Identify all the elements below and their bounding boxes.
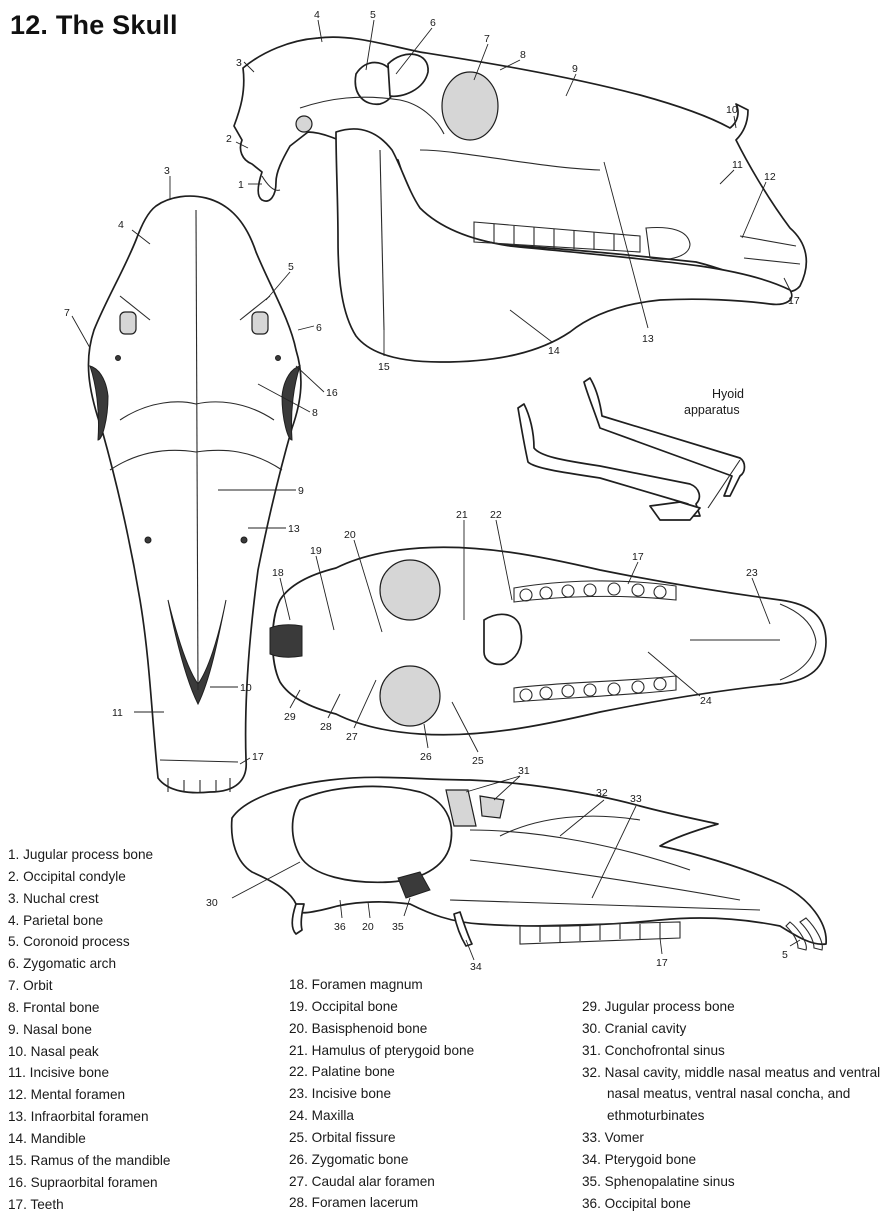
callout: 12: [764, 171, 776, 183]
callout: 6: [430, 17, 436, 29]
legend-item: 23. Incisive bone: [289, 1083, 559, 1105]
legend-item: 29. Jugular process bone: [582, 996, 882, 1018]
callout: 28: [320, 721, 332, 733]
callout: 8: [520, 49, 526, 61]
legend-item: 14. Mandible: [8, 1128, 258, 1150]
callout: 17: [632, 551, 644, 563]
callout: 29: [284, 711, 296, 723]
dorsal-view: [72, 176, 324, 793]
legend-item: 3. Nuchal crest: [8, 888, 258, 910]
callout: 19: [310, 545, 322, 557]
legend-item: 26. Zygomatic bone: [289, 1149, 559, 1171]
callout: 17: [788, 295, 800, 307]
callout: 7: [484, 33, 490, 45]
lateral-view: [234, 20, 806, 362]
callout: 8: [312, 407, 318, 419]
callout: 34: [470, 961, 482, 973]
callout: 35: [392, 921, 404, 933]
callout: 5: [370, 9, 376, 21]
callout: 17: [252, 751, 264, 763]
callout: 20: [362, 921, 374, 933]
legend-item: 34. Pterygoid bone: [582, 1149, 882, 1171]
legend-item: 9. Nasal bone: [8, 1019, 258, 1041]
callout: 7: [64, 307, 70, 319]
legend-item: 35. Sphenopalatine sinus: [582, 1171, 882, 1193]
legend-item: 17. Teeth: [8, 1194, 258, 1216]
callout: 23: [746, 567, 758, 579]
callout: 6: [316, 322, 322, 334]
callout: 3: [236, 57, 242, 69]
legend-column-1: 1. Jugular process bone 2. Occipital con…: [8, 844, 258, 1215]
legend-item: 15. Ramus of the mandible: [8, 1150, 258, 1172]
hyoid-label-line-1: Hyoid: [712, 387, 744, 401]
callout: 17: [656, 957, 668, 969]
callout: 32: [596, 787, 608, 799]
legend-item: 5. Coronoid process: [8, 931, 258, 953]
legend-item: 13. Infraorbital foramen: [8, 1106, 258, 1128]
legend-column-3: 29. Jugular process bone 30. Cranial cav…: [582, 996, 882, 1214]
legend-item: 6. Zygomatic arch: [8, 953, 258, 975]
callout: 13: [288, 523, 300, 535]
legend-item: 36. Occipital bone: [582, 1193, 882, 1215]
callout: 13: [642, 333, 654, 345]
callout: 20: [344, 529, 356, 541]
legend-item: 31. Conchofrontal sinus: [582, 1040, 882, 1062]
legend-item: 28. Foramen lacerum: [289, 1192, 559, 1214]
legend-item: 25. Orbital fissure: [289, 1127, 559, 1149]
legend-item: 33. Vomer: [582, 1127, 882, 1149]
callout: 36: [334, 921, 346, 933]
callout: 3: [164, 165, 170, 177]
legend-item: 21. Hamulus of pterygoid bone: [289, 1040, 559, 1062]
callout: 31: [518, 765, 530, 777]
callout: 2: [226, 133, 232, 145]
ventral-view: [270, 520, 826, 752]
callout: 5: [782, 949, 788, 961]
legend-item: 18. Foramen magnum: [289, 974, 559, 996]
callout: 27: [346, 731, 358, 743]
legend-item: 4. Parietal bone: [8, 910, 258, 932]
legend-item: 8. Frontal bone: [8, 997, 258, 1019]
callout: 9: [298, 485, 304, 497]
callout: 21: [456, 509, 468, 521]
callout: 10: [726, 104, 738, 116]
callout: 33: [630, 793, 642, 805]
sagittal-view: [232, 776, 827, 960]
callout: 11: [112, 707, 123, 719]
callout: 26: [420, 751, 432, 763]
legend-item: 32. Nasal cavity, middle nasal meatus an…: [582, 1062, 882, 1128]
callout: 11: [732, 159, 743, 171]
legend-column-2: 18. Foramen magnum 19. Occipital bone 20…: [289, 974, 559, 1214]
callout: 14: [548, 345, 560, 357]
legend-item: 7. Orbit: [8, 975, 258, 997]
legend-item: 24. Maxilla: [289, 1105, 559, 1127]
legend-item: 27. Caudal alar foramen: [289, 1171, 559, 1193]
callout: 1: [238, 179, 244, 191]
legend-item: 16. Supraorbital foramen: [8, 1172, 258, 1194]
legend-item: 30. Cranial cavity: [582, 1018, 882, 1040]
hyoid-apparatus: Hyoid apparatus: [518, 378, 745, 520]
callout: 10: [240, 682, 252, 694]
legend-item: 12. Mental foramen: [8, 1084, 258, 1106]
legend-item: 2. Occipital condyle: [8, 866, 258, 888]
callout: 25: [472, 755, 484, 767]
callout: 18: [272, 567, 284, 579]
legend-item: 10. Nasal peak: [8, 1041, 258, 1063]
legend-item: 1. Jugular process bone: [8, 844, 258, 866]
callout: 24: [700, 695, 712, 707]
legend-item: 20. Basisphenoid bone: [289, 1018, 559, 1040]
callout: 4: [118, 219, 124, 231]
callout: 5: [288, 261, 294, 273]
hyoid-label-line-2: apparatus: [684, 403, 740, 417]
callout: 4: [314, 9, 320, 21]
callout: 9: [572, 63, 578, 75]
legend-item: 22. Palatine bone: [289, 1061, 559, 1083]
legend-item: 11. Incisive bone: [8, 1062, 258, 1084]
legend-item: 19. Occipital bone: [289, 996, 559, 1018]
callout: 22: [490, 509, 502, 521]
callout: 16: [326, 387, 338, 399]
callout: 15: [378, 361, 390, 373]
